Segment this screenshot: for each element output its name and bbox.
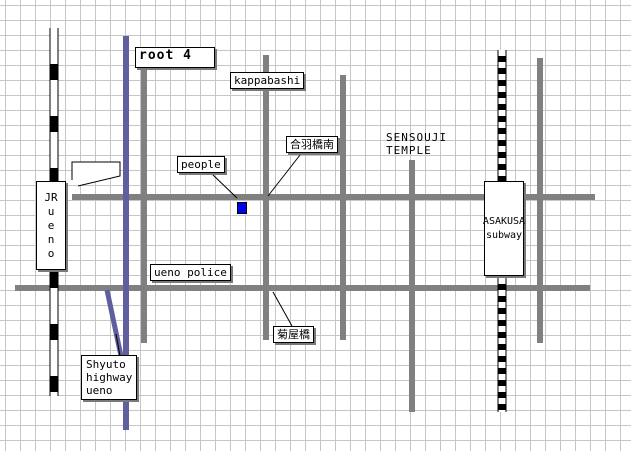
kikuyabashi-pointer xyxy=(272,291,293,327)
sensouji-temple-label: SENSOUJI TEMPLE xyxy=(386,131,447,157)
gappabashi-pointer xyxy=(267,154,301,197)
asakusa-subway-station: ASAKUSA subway xyxy=(482,181,526,276)
shyuto-label-line3: ueno xyxy=(86,384,113,397)
asakusa-label-line1: ASAKUSA xyxy=(482,215,526,227)
jr-ueno-text-4: n xyxy=(47,232,55,246)
sensouji-label-line2: TEMPLE xyxy=(386,144,432,157)
jr-ueno-text-1: JR xyxy=(44,190,58,204)
jr-ueno-text-2: u xyxy=(47,204,55,218)
ueno-police-label: ueno police xyxy=(150,264,231,281)
jr-ueno-text-5: o xyxy=(47,246,55,260)
jr-ueno-text-3: e xyxy=(47,218,55,232)
shyuto-label-line1: Shyuto xyxy=(86,358,126,371)
people-pointer xyxy=(211,173,238,199)
shyuto-pointer xyxy=(115,333,121,357)
callout-pointers xyxy=(71,154,301,357)
shyuto-label-line2: highway xyxy=(86,371,133,384)
streets xyxy=(15,55,595,412)
people-label: people xyxy=(177,156,225,173)
gappabashi-minami-label: 合羽橋南 xyxy=(286,136,338,153)
sensouji-label-line1: SENSOUJI xyxy=(386,131,447,144)
jr-pointer xyxy=(71,161,121,187)
highway-shyuto-branch xyxy=(104,289,124,357)
asakusa-label-line2: subway xyxy=(485,229,523,241)
people-location-marker xyxy=(237,202,247,214)
jr-ueno-station: JR u e n o xyxy=(36,181,66,270)
root4-label: root 4 xyxy=(135,47,215,68)
kikuyabashi-label: 菊屋橋 xyxy=(273,326,314,343)
kappabashi-label: kappabashi xyxy=(230,72,305,89)
shyuto-highway-label: Shyuto highway ueno xyxy=(81,355,138,400)
